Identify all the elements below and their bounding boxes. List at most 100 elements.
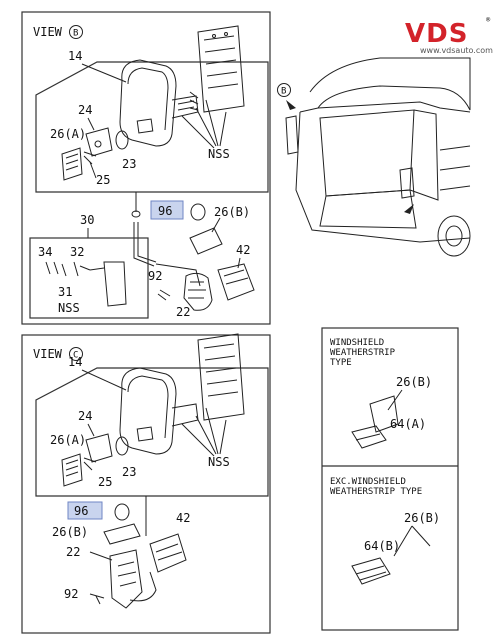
box2-label-64b: 64(B) (364, 539, 400, 553)
view-c-symbol-circle (69, 347, 83, 361)
view-c-symbol: C (73, 351, 78, 361)
callout-b-arrow (286, 100, 296, 110)
part-92-screw (157, 289, 171, 301)
label-26a: 26(A) (50, 127, 86, 141)
box1-label-64a: 64(A) (390, 417, 426, 431)
truck-mirror-right (399, 167, 415, 199)
part-26b-c (103, 523, 141, 545)
box2-part-64b (351, 557, 391, 585)
label-23-c: 23 (122, 465, 136, 479)
mirror-glass (197, 25, 245, 113)
label-92: 92 (148, 269, 162, 283)
view-c-title: VIEW (33, 347, 63, 361)
label-42-c: 42 (176, 511, 190, 525)
label-96-c: 96 (74, 504, 88, 518)
label-42: 42 (236, 243, 250, 257)
registered-mark: ® (486, 16, 491, 24)
label-26b: 26(B) (214, 205, 250, 219)
part-24-bracket (85, 127, 113, 157)
part-92-c (89, 593, 105, 605)
view-b-frame (21, 11, 271, 325)
side-detail: WINDSHIELD WEATHERSTRIP TYPE 26(B) 64(A)… (321, 327, 459, 631)
label-30: 30 (80, 213, 94, 227)
label-96-highlight (150, 200, 184, 220)
label-25: 25 (96, 173, 110, 187)
arm-lower (155, 263, 201, 287)
side-detail-frame (321, 327, 459, 631)
part-96-c (114, 503, 130, 521)
label-25-c: 25 (98, 475, 112, 489)
part-23-c (115, 436, 129, 456)
part-22-bracket (183, 272, 213, 311)
callout-c-arrow (404, 204, 414, 214)
label-23: 23 (122, 157, 136, 171)
part-25-c (83, 457, 97, 471)
arm-rod (133, 222, 157, 267)
view-b-symbol: B (73, 29, 78, 39)
view-b-mirror-box (35, 61, 269, 193)
view-c-mirror-box (35, 367, 269, 497)
box1-line3: TYPE (330, 358, 352, 368)
label-26a-c: 26(A) (50, 433, 86, 447)
label-22-c: 22 (66, 545, 80, 559)
label-31: 31 (58, 285, 72, 299)
part-24-c (85, 433, 113, 463)
view-c-frame (21, 334, 271, 634)
label-34: 34 (38, 245, 52, 259)
label-nss-top: NSS (208, 147, 230, 161)
box1-line2: WEATHERSTRIP (330, 348, 396, 358)
box1-part-26b (369, 395, 399, 433)
nss-leaders-c (181, 407, 227, 457)
mirror-housing (119, 59, 199, 147)
truck-wheel (437, 215, 471, 257)
mirror-housing-c (119, 367, 199, 455)
view-b-title: VIEW (33, 25, 63, 39)
truck-mirror-left (285, 115, 299, 155)
box1-line1: WINDSHIELD (330, 338, 384, 348)
label-14: 14 (68, 49, 82, 63)
label-96: 96 (158, 204, 172, 218)
truck-body (295, 111, 471, 243)
mirror-glass-c (197, 333, 245, 421)
truck-grille (319, 189, 417, 229)
logo-url: www.vdsauto.com (420, 46, 493, 55)
view-b: VIEW B NSS 14 24 26(A) (21, 11, 271, 325)
label-24: 24 (78, 103, 92, 117)
part-42-base (217, 263, 255, 301)
part-26a-c (61, 453, 83, 487)
brand-logo: VDS ® www.vdsauto.com (405, 16, 493, 55)
truck-roof (309, 57, 471, 111)
label-26b-c: 26(B) (52, 525, 88, 539)
view-b-symbol-circle (69, 25, 83, 39)
part-30-detail-box (29, 237, 149, 319)
label-14-c: 14 (68, 355, 82, 369)
truck-windshield (319, 109, 415, 197)
callout-b-circle (277, 83, 291, 97)
box2-line1: EXC.WINDSHIELD (330, 477, 406, 487)
callout-b: B (281, 87, 286, 97)
part-34-pin (45, 261, 67, 277)
box1-label-26b: 26(B) (396, 375, 432, 389)
box2-label-26b: 26(B) (404, 511, 440, 525)
part-26b-cover (189, 227, 223, 255)
label-32: 32 (70, 245, 84, 259)
label-24-c: 24 (78, 409, 92, 423)
part-31-cover (103, 261, 127, 307)
part-23-cover (115, 130, 129, 150)
label-92-c: 92 (64, 587, 78, 601)
part-42-c (149, 533, 187, 573)
label-nss-c: NSS (208, 455, 230, 469)
part-96-cap (190, 203, 206, 221)
part-32-clip (73, 261, 91, 277)
logo-text: VDS (405, 19, 468, 49)
label-22: 22 (176, 305, 190, 319)
view-c: VIEW C NSS 14 24 26(A) 25 23 96 (21, 333, 271, 634)
box2-line2: WEATHERSTRIP TYPE (330, 487, 422, 497)
truck-illustration: B (277, 57, 471, 257)
label-96-c-highlight (67, 501, 103, 520)
label-nss-bottom: NSS (58, 301, 80, 315)
nss-leaders-top (181, 99, 227, 149)
box1-part-64a (351, 425, 387, 449)
